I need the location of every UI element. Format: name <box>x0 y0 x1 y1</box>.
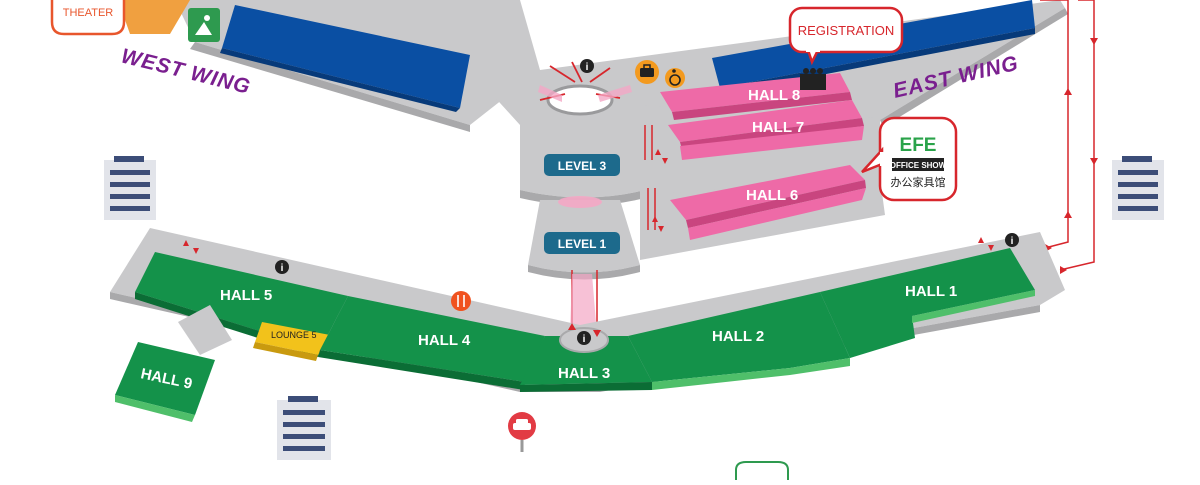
info-icon[interactable]: i <box>275 260 289 274</box>
registration-desk-icon <box>800 68 826 90</box>
building-icon <box>277 396 331 460</box>
office-show-subtitle: 办公家具馆 <box>891 175 946 189</box>
hall-5-label: HALL 5 <box>220 287 272 304</box>
info-icon[interactable]: i <box>577 331 591 345</box>
escalator-arrow-icon <box>1045 38 1098 274</box>
briefcase-icon[interactable] <box>635 60 659 84</box>
level-1-label: LEVEL 1 <box>558 237 607 251</box>
hall-4-label: HALL 4 <box>418 332 471 349</box>
efe-logo: EFE <box>900 135 937 156</box>
info-icon[interactable]: i <box>580 59 594 73</box>
hall-2[interactable] <box>628 292 850 382</box>
theater-block[interactable] <box>118 0 190 34</box>
hall-6[interactable] <box>670 165 865 220</box>
office-show-callout[interactable]: EFE OFFICE SHOW 办公家具馆 <box>861 116 958 202</box>
partial-green-badge <box>735 461 789 480</box>
level-3-label: LEVEL 3 <box>558 159 607 173</box>
restaurant-icon[interactable] <box>451 291 471 311</box>
hall-2-label: HALL 2 <box>712 328 764 345</box>
svg-text:i: i <box>1011 236 1014 247</box>
level-1-badge[interactable] <box>544 232 620 254</box>
lounge-5[interactable] <box>255 322 330 355</box>
hall-1[interactable] <box>820 248 1035 358</box>
west-wing-blue-hall[interactable] <box>222 5 470 108</box>
hall-3[interactable] <box>520 336 652 385</box>
lounge-5-label: LOUNGE 5 <box>271 330 317 340</box>
office-show-title: OFFICE SHOW <box>890 161 947 170</box>
svg-text:i: i <box>281 263 284 274</box>
hall-1-label: HALL 1 <box>905 283 957 300</box>
level-3-block: LEVEL 3 <box>520 125 645 206</box>
building-icon <box>104 156 156 220</box>
svg-text:i: i <box>583 334 586 345</box>
pink-hall-6-area: HALL 6 <box>640 165 885 260</box>
hall-8-label: HALL 8 <box>748 87 800 104</box>
hall-5[interactable] <box>135 252 348 350</box>
level-3-badge[interactable] <box>544 154 620 176</box>
level-1-block: LEVEL 1 <box>528 196 640 280</box>
hall-3-label: HALL 3 <box>558 365 610 382</box>
hall-6-label: HALL 6 <box>746 187 798 204</box>
hall-9[interactable] <box>115 342 215 415</box>
lower-level-concourse: HALL 5 HALL 4 HALL 3 HALL 2 HALL 1 HALL … <box>110 149 1065 422</box>
theater-label: THEATER <box>63 7 114 19</box>
svg-text:i: i <box>586 62 589 73</box>
registration-callout[interactable]: REGISTRATION <box>788 6 904 66</box>
hall-7-label: HALL 7 <box>752 119 804 136</box>
escalator-arrow-icon <box>183 149 994 337</box>
info-icon[interactable]: i <box>1005 233 1019 247</box>
building-icon <box>1112 156 1164 220</box>
accessibility-icon[interactable] <box>665 68 685 88</box>
theater-callout[interactable]: THEATER <box>50 0 126 36</box>
registration-label: REGISTRATION <box>798 23 895 38</box>
taxi-icon[interactable] <box>508 412 536 452</box>
hall-4[interactable] <box>320 296 545 382</box>
hall-7[interactable] <box>668 100 862 142</box>
atrium-void <box>546 84 614 116</box>
